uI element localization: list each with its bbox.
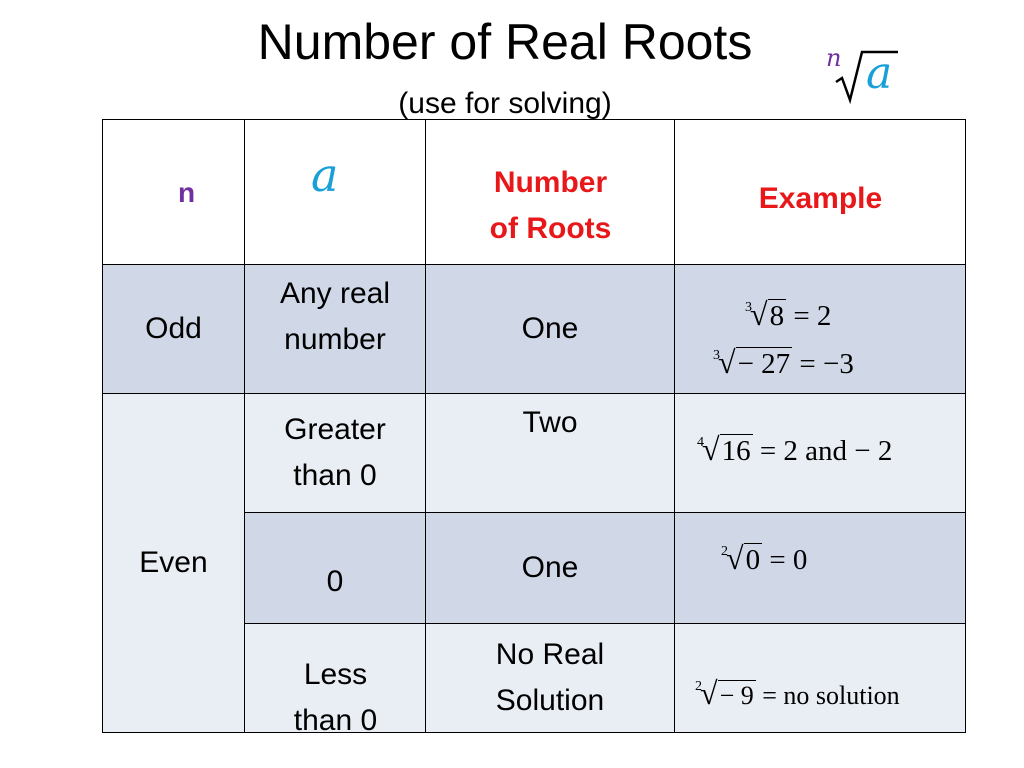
header-roots-cell: Number of Roots bbox=[425, 119, 675, 265]
even-neg-a: Less than 0 bbox=[245, 652, 426, 744]
header-a-cell: a bbox=[244, 119, 426, 265]
page-subtitle: (use for solving) bbox=[398, 87, 612, 120]
cell-even-pos-a: Greater than 0 bbox=[244, 393, 426, 513]
cell-even-neg-example: 2√− 9 = no solution bbox=[674, 623, 966, 733]
header-n-cell: n bbox=[102, 119, 245, 265]
even-pos-roots: Two bbox=[522, 406, 578, 439]
header-example: Example bbox=[758, 182, 883, 215]
even-neg-a-line2: than 0 bbox=[293, 704, 378, 737]
cell-odd-a: Any real number bbox=[244, 264, 426, 394]
odd-example-2: 3√− 27 = −3 bbox=[713, 344, 854, 380]
table-row-even-positive: Even Greater than 0 Two 4√16 = 2 and − 2 bbox=[102, 393, 966, 733]
even-zero-example: 2√0 = 0 bbox=[721, 540, 808, 576]
even-label: Even bbox=[139, 546, 208, 579]
table-row-even-negative: Less than 0 No Real Solution 2√− 9 = no … bbox=[103, 623, 966, 737]
cell-odd-example: 3√8 = 2 3√− 27 = −3 bbox=[674, 264, 966, 394]
cell-even-pos-example: 4√16 = 2 and − 2 bbox=[674, 393, 966, 513]
page-title: Number of Real Roots bbox=[257, 14, 753, 70]
even-zero-roots: One bbox=[521, 551, 579, 584]
header-n: n bbox=[178, 177, 196, 208]
cell-even-pos-roots: Two bbox=[425, 393, 675, 513]
header-roots-line1: Number bbox=[493, 166, 608, 199]
root-index: n bbox=[826, 44, 842, 72]
real-roots-table: n a Number of Roots Example Odd Any real… bbox=[102, 119, 966, 737]
even-zero-a: 0 bbox=[326, 565, 344, 598]
cell-even-n: Even bbox=[102, 393, 245, 733]
even-neg-roots-line2: Solution bbox=[495, 684, 605, 717]
cell-odd-roots: One bbox=[425, 264, 675, 394]
header-row: n a Number of Roots Example bbox=[102, 119, 966, 265]
cell-even-neg-a: Less than 0 bbox=[244, 623, 426, 737]
radical-sign-icon bbox=[835, 50, 898, 104]
cell-even-zero-a: 0 bbox=[244, 512, 426, 624]
cell-even-neg-roots: No Real Solution bbox=[425, 623, 675, 733]
header-example-cell: Example bbox=[674, 119, 966, 265]
root-variable: a bbox=[866, 48, 893, 99]
header-a: a bbox=[311, 148, 339, 202]
odd-example-1: 3√8 = 2 bbox=[745, 296, 832, 332]
cell-even-zero-example: 2√0 = 0 bbox=[674, 512, 966, 624]
even-pos-example: 4√16 = 2 and − 2 bbox=[697, 431, 893, 467]
table-row-odd: Odd Any real number One 3√8 = 2 3√− 27 =… bbox=[102, 264, 966, 394]
odd-a-line2: number bbox=[284, 323, 386, 356]
header-roots-line2: of Roots bbox=[489, 212, 612, 245]
even-pos-a-line2: than 0 bbox=[293, 459, 377, 492]
even-neg-a-line1: Less bbox=[303, 658, 368, 691]
even-neg-example: 2√− 9 = no solution bbox=[695, 675, 900, 711]
odd-a-line1: Any real bbox=[279, 277, 391, 310]
even-neg-roots-line1: No Real bbox=[495, 638, 605, 671]
cell-even-zero-roots: One bbox=[425, 512, 675, 624]
even-pos-a-line1: Greater bbox=[284, 413, 386, 446]
odd-roots: One bbox=[521, 312, 579, 345]
nth-root-symbol: n a bbox=[822, 40, 912, 110]
header-number-of-roots: Number of Roots bbox=[426, 160, 675, 252]
cell-odd-n: Odd bbox=[102, 264, 245, 394]
odd-label: Odd bbox=[145, 312, 202, 345]
